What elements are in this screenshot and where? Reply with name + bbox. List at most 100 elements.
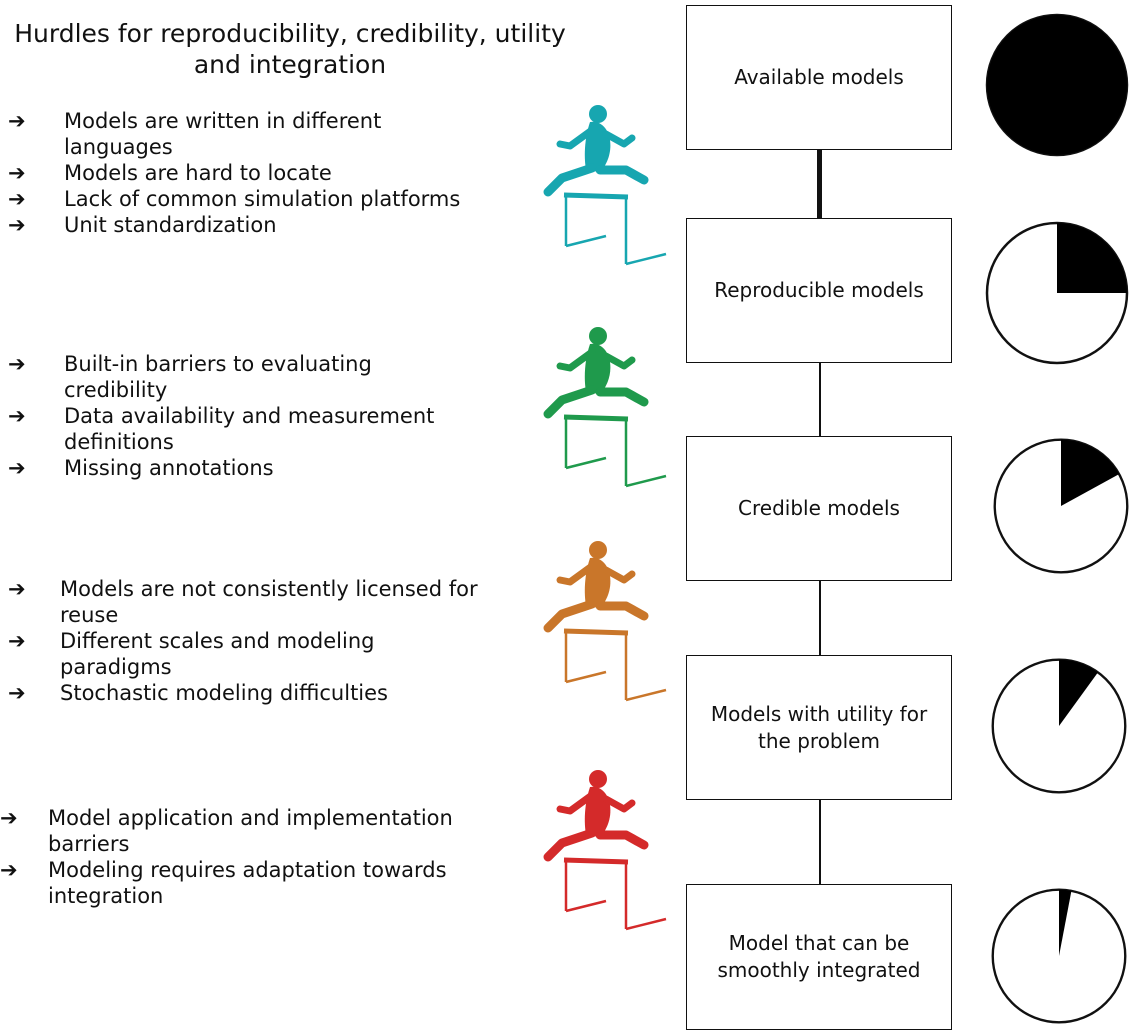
hurdler-figure — [543, 541, 649, 633]
hurdle — [563, 192, 667, 266]
hurdle-list-integration: ➔ Model application and implementation b… — [0, 805, 520, 909]
hurdle-item: ➔ Lack of common simulation platforms — [0, 186, 520, 212]
hurdle-foot — [565, 899, 607, 913]
hurdler-arm — [602, 130, 636, 148]
hurdle-text: Data availability and measurement defini… — [64, 404, 435, 454]
arrow-icon: ➔ — [8, 213, 26, 237]
hurdler-leg — [595, 387, 649, 407]
connector — [819, 798, 821, 884]
fraction-pie — [991, 658, 1127, 794]
hurdler-head — [589, 105, 607, 123]
hurdle-text: Missing annotations — [64, 456, 274, 480]
pie-wedge — [1059, 659, 1098, 726]
hurdler-icon-reproducibility — [543, 105, 667, 266]
hurdler-arm — [556, 791, 596, 815]
hurdler-arm — [602, 795, 636, 813]
fraction-pie — [985, 13, 1129, 157]
hurdle-item: ➔ Stochastic modeling difficulties — [0, 680, 520, 706]
hurdler-leg — [595, 165, 649, 185]
hurdle-bar — [563, 192, 629, 200]
hurdle — [563, 628, 667, 702]
stage-box-reproducible: Reproducible models — [686, 218, 952, 363]
stage-box-available: Available models — [686, 5, 952, 150]
hurdle-foot — [625, 917, 667, 931]
hurdle-item: ➔ Models are written in different langua… — [0, 108, 520, 160]
hurdler-figure — [543, 770, 649, 862]
hurdler-leg — [543, 828, 597, 862]
arrow-icon: ➔ — [8, 109, 26, 133]
hurdler-arm — [556, 126, 596, 150]
fraction-pie — [993, 438, 1129, 574]
pie-wedge — [1061, 439, 1120, 506]
hurdler-figure — [543, 327, 649, 419]
hurdler-arm — [556, 562, 596, 586]
hurdle-text: Different scales and modeling paradigms — [60, 629, 375, 679]
hurdle-bar — [563, 414, 629, 422]
hurdle-text: Lack of common simulation platforms — [64, 187, 461, 211]
arrow-icon: ➔ — [8, 404, 26, 428]
arrow-icon: ➔ — [0, 806, 18, 830]
hurdle-foot — [565, 456, 607, 470]
hurdler-icon-credibility — [543, 327, 667, 488]
stage-label: Model that can be smoothly integrated — [717, 931, 921, 982]
hurdle-list-reproducibility: ➔ Models are written in different langua… — [0, 108, 520, 238]
connector-thick — [817, 148, 822, 218]
stage-box-utility: Models with utility for the problem — [686, 655, 952, 800]
hurdle-item: ➔ Models are hard to locate — [0, 160, 520, 186]
arrow-icon: ➔ — [8, 161, 26, 185]
hurdle-item: ➔ Models are not consistently licensed f… — [0, 576, 520, 628]
hurdler-head — [589, 327, 607, 345]
hurdler-leg — [595, 830, 649, 850]
stage-label: Models with utility for the problem — [710, 701, 928, 753]
hurdle-text: Model application and implementation bar… — [48, 806, 453, 856]
fraction-pie — [985, 221, 1129, 365]
arrow-icon: ➔ — [8, 352, 26, 376]
arrow-icon: ➔ — [8, 629, 26, 653]
arrow-icon: ➔ — [8, 456, 26, 480]
hurdle-item: ➔ Built-in barriers to evaluating credib… — [0, 351, 520, 403]
hurdle-text: Built-in barriers to evaluating credibil… — [64, 352, 372, 402]
hurdle-text: Stochastic modeling difficulties — [60, 681, 388, 705]
hurdler-arm — [602, 352, 636, 370]
hurdler-arm — [602, 566, 636, 584]
hurdle-foot — [625, 688, 667, 702]
hurdler-leg — [595, 601, 649, 621]
hurdle — [563, 414, 667, 488]
pie-wedge — [987, 15, 1127, 155]
arrow-icon: ➔ — [0, 858, 18, 882]
hurdle-list-utility: ➔ Models are not consistently licensed f… — [0, 576, 520, 706]
hurdler-figure — [543, 105, 649, 197]
stage-label: Reproducible models — [714, 278, 924, 302]
stage-box-integration: Model that can be smoothly integrated — [686, 884, 952, 1030]
hurdler-leg — [543, 163, 597, 197]
arrow-icon: ➔ — [8, 681, 26, 705]
hurdle-text: Unit standardization — [64, 213, 277, 237]
hurdle-foot — [565, 234, 607, 248]
hurdle-foot — [625, 474, 667, 488]
stage-label: Available models — [734, 65, 904, 89]
hurdler-icon-integration — [543, 770, 667, 931]
hurdler-leg — [543, 385, 597, 419]
connector — [819, 362, 821, 436]
stage-label: Credible models — [738, 496, 900, 520]
hurdle-item: ➔ Missing annotations — [0, 455, 520, 481]
hurdle-item: ➔ Model application and implementation b… — [0, 805, 520, 857]
hurdler-icon-utility — [543, 541, 667, 702]
hurdler-arm — [556, 348, 596, 372]
hurdle-text: Models are written in different language… — [64, 109, 382, 159]
hurdle-text: Models are not consistently licensed for… — [60, 577, 478, 627]
arrow-icon: ➔ — [8, 577, 26, 601]
stage-box-credible: Credible models — [686, 436, 952, 581]
hurdle-text: Modeling requires adaptation towards int… — [48, 858, 447, 908]
hurdler-head — [589, 770, 607, 788]
hurdle-item: ➔ Modeling requires adaptation towards i… — [0, 857, 520, 909]
hurdle-item: ➔ Different scales and modeling paradigm… — [0, 628, 520, 680]
hurdle-bar — [563, 628, 629, 636]
hurdle-list-credibility: ➔ Built-in barriers to evaluating credib… — [0, 351, 520, 481]
hurdle-foot — [625, 252, 667, 266]
hurdle — [563, 857, 667, 931]
pie-wedge — [1059, 889, 1072, 956]
connector — [819, 580, 821, 655]
diagram-title: Hurdles for reproducibility, credibility… — [14, 19, 566, 79]
hurdler-head — [589, 541, 607, 559]
